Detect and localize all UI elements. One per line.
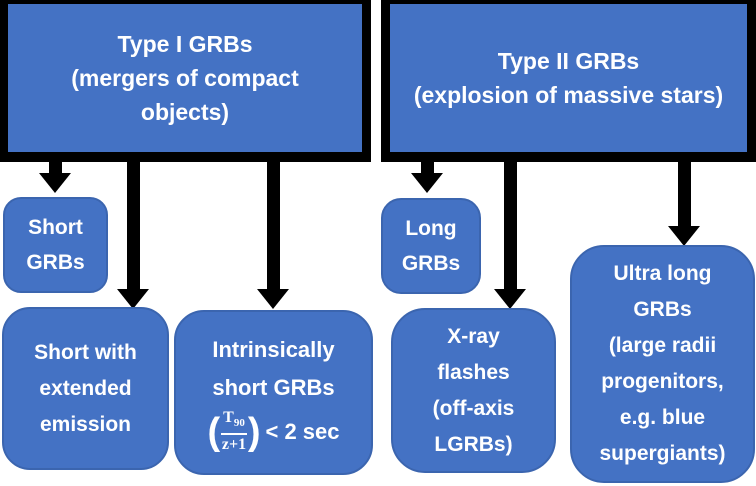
arrow-stem-type1-to-intrinsically-short	[267, 160, 280, 290]
formula-numerator: T90	[221, 408, 247, 436]
intrinsically-short-grbs-label: Intrinsically short GRBs	[212, 336, 335, 400]
arrow-stem-type1-to-short-grbs	[49, 160, 62, 175]
arrow-head-type1-to-intrinsically-short	[257, 289, 289, 309]
arrow-stem-type2-to-long-grbs	[421, 160, 434, 175]
arrow-head-type2-to-xray-flashes	[494, 289, 526, 309]
arrow-head-type1-to-short-grbs	[39, 173, 71, 193]
intrinsically-short-grbs-box: Intrinsically short GRBs ( T90 z+1 ) < 2…	[174, 310, 373, 475]
duration-formula: ( T90 z+1 ) < 2 sec	[208, 409, 340, 454]
formula-close-paren: )	[247, 410, 261, 453]
type2-grbs-label: Type II GRBs (explosion of massive stars…	[413, 48, 724, 108]
formula-condition: < 2 sec	[265, 418, 340, 444]
type1-grbs-box: Type I GRBs (mergers of compact objects)	[0, 0, 371, 162]
short-grbs-box: Short GRBs	[3, 197, 108, 293]
arrow-head-type2-to-long-grbs	[411, 173, 443, 193]
ultra-long-grbs-label: Ultra long GRBs (large radii progenitors…	[599, 262, 726, 465]
formula-numerator-base: T	[223, 408, 234, 426]
formula-denominator: z+1	[221, 436, 247, 454]
long-grbs-box: Long GRBs	[381, 198, 481, 294]
formula-fraction: T90 z+1	[221, 409, 247, 454]
short-extended-emission-label: Short with extended emission	[34, 340, 137, 436]
ultra-long-grbs-box: Ultra long GRBs (large radii progenitors…	[570, 245, 755, 483]
short-extended-emission-box: Short with extended emission	[2, 307, 169, 470]
type2-grbs-box: Type II GRBs (explosion of massive stars…	[381, 0, 756, 162]
arrow-head-type2-to-ultra-long	[668, 226, 700, 246]
arrow-stem-type2-to-ultra-long	[678, 160, 691, 227]
long-grbs-label: Long GRBs	[401, 217, 461, 275]
xray-flashes-box: X-ray flashes (off-axis LGRBs)	[391, 308, 556, 473]
xray-flashes-label: X-ray flashes (off-axis LGRBs)	[432, 324, 515, 456]
arrow-head-type1-to-short-extended	[117, 289, 149, 309]
arrow-stem-type1-to-short-extended	[127, 160, 140, 290]
type1-grbs-label: Type I GRBs (mergers of compact objects)	[71, 31, 299, 125]
short-grbs-label: Short GRBs	[26, 216, 85, 274]
arrow-stem-type2-to-xray-flashes	[504, 160, 517, 290]
formula-open-paren: (	[207, 410, 221, 453]
formula-numerator-subscript: 90	[233, 417, 245, 430]
